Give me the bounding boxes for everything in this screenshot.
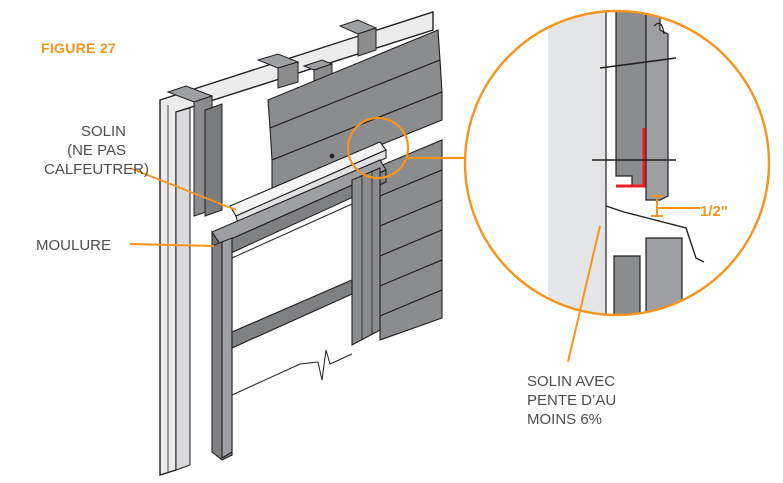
leader-lines xyxy=(129,167,237,247)
window-frame xyxy=(211,159,387,461)
figure-number: FIGURE 27 xyxy=(41,40,117,56)
flashing-label: SOLIN (NE PAS CALFEUTRER) xyxy=(44,122,150,179)
wall-sheathing xyxy=(159,11,434,476)
lap-siding xyxy=(267,29,443,341)
enlarged-detail xyxy=(465,11,769,315)
flashing-label-line-1: SOLIN xyxy=(80,123,126,140)
sloped-flashing-line-2: PENTE D’AU xyxy=(527,392,617,409)
sloped-flashing-line-3: MOINS 6% xyxy=(527,411,603,428)
sloped-flashing-label: SOLIN AVEC PENTE D’AU MOINS 6% xyxy=(527,372,616,429)
flashing-label-line-3: CALFEUTRER) xyxy=(44,161,150,178)
sloped-flashing-line-1: SOLIN AVEC xyxy=(527,373,616,390)
gap-dimension-label: 1/2" xyxy=(700,203,728,220)
sloped-flashing-leader xyxy=(567,225,601,363)
detail-callout-small xyxy=(346,116,470,180)
flashing-label-line-2: (NE PAS xyxy=(67,142,126,159)
enlarged-detail-ring xyxy=(463,9,771,317)
trim-label: MOULURE xyxy=(36,237,112,254)
wall-studs xyxy=(166,19,378,217)
